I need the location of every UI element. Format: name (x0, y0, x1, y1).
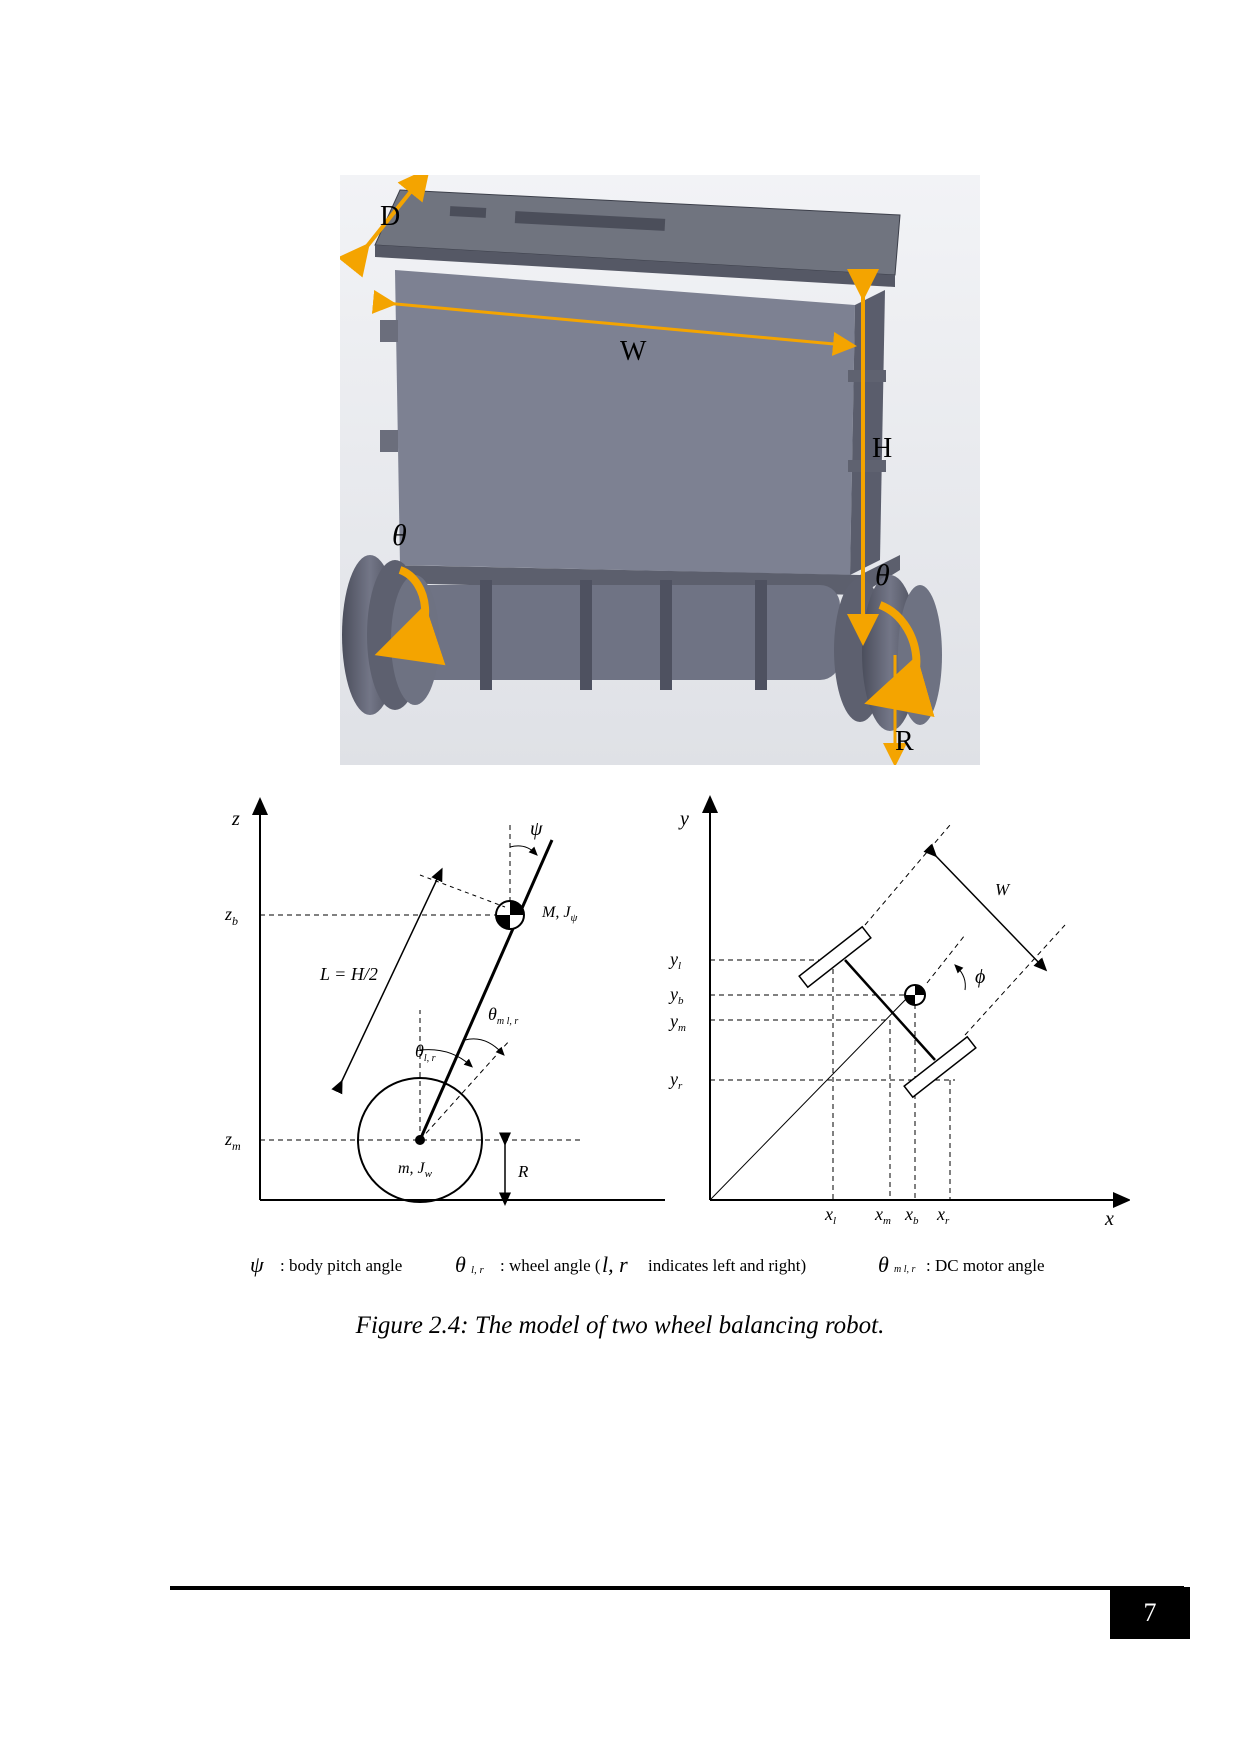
top-width-label: W (995, 880, 1011, 899)
label-w: W (620, 336, 647, 367)
zb-label: zb (224, 904, 238, 928)
legend-motor-text: : DC motor angle (926, 1256, 1045, 1275)
legend-motor-sub: m l, r (894, 1264, 916, 1275)
y-tick-l: yl (668, 949, 681, 972)
psi-label: ψ (530, 818, 543, 840)
robot-body (395, 270, 855, 575)
y-tick-m: ym (668, 1011, 686, 1034)
top-view-diagram: y x yl yb ym yr xl xm xb xr W ϕ (668, 795, 1130, 1230)
body-com-marker (495, 900, 525, 930)
theta-r-arrow (864, 601, 935, 717)
label-d: D (380, 201, 400, 232)
body-rod (418, 839, 554, 1141)
x-axis-label: x (1104, 1208, 1114, 1230)
legend-theta-lr: l, r (602, 1252, 628, 1277)
theta-lr-label: θl, r (415, 1041, 436, 1064)
width-dim-arrow (923, 843, 1048, 972)
body-mass-label: M, Jψ (541, 904, 577, 924)
legend-theta-text: : wheel angle ( (500, 1256, 601, 1275)
x-tick-l: xl (824, 1204, 836, 1227)
label-h: H (872, 433, 892, 464)
axle-line (844, 959, 936, 1061)
left-wheel-rect (798, 925, 872, 989)
width-arrow (371, 289, 857, 356)
legend-theta-sub: l, r (471, 1264, 484, 1276)
top-com-marker (904, 984, 926, 1006)
page-number: 7 (1110, 1587, 1190, 1639)
x-tick-b: xb (904, 1204, 919, 1227)
legend-psi-symbol: ψ (250, 1252, 264, 1277)
label-r: R (895, 726, 914, 757)
side-view-diagram: z zb zm m, Jw M, Jψ ψ L = H/2 θl, r θm l… (224, 797, 665, 1206)
zm-label: zm (224, 1129, 241, 1153)
wheel-mass-label: m, Jw (398, 1160, 433, 1180)
length-label: L = H/2 (319, 964, 378, 984)
z-axis-label: z (231, 808, 240, 830)
y-axis-label: y (678, 808, 689, 830)
y-tick-b: yb (668, 984, 684, 1007)
legend-motor-symbol: θ (878, 1252, 889, 1277)
label-theta-l: θ (392, 519, 407, 552)
theta-m-label: θm l, r (488, 1004, 518, 1027)
x-tick-m: xm (874, 1204, 891, 1227)
depth-arrow (340, 175, 430, 278)
motor-cylinders (400, 585, 840, 680)
right-wheel-rect (903, 1035, 977, 1099)
radius-label: R (517, 1162, 529, 1181)
y-tick-r: yr (668, 1069, 683, 1092)
legend-psi-text: : body pitch angle (280, 1256, 403, 1275)
phi-label: ϕ (975, 966, 985, 988)
legend-theta-text2: indicates left and right) (648, 1256, 807, 1275)
theta-l-arrow (374, 566, 446, 666)
label-theta-r: θ (875, 559, 890, 592)
right-wheel (834, 575, 942, 731)
figure-caption: Figure 2.4: The model of two wheel balan… (355, 1312, 885, 1339)
x-tick-r: xr (936, 1204, 950, 1227)
robot-render: D W H θ θ R (340, 175, 980, 765)
legend-theta-symbol: θ (455, 1252, 466, 1277)
footer-rule (170, 1586, 1184, 1590)
length-arrow (331, 867, 443, 1095)
legend: ψ : body pitch angle θ l, r : wheel angl… (250, 1252, 1150, 1286)
